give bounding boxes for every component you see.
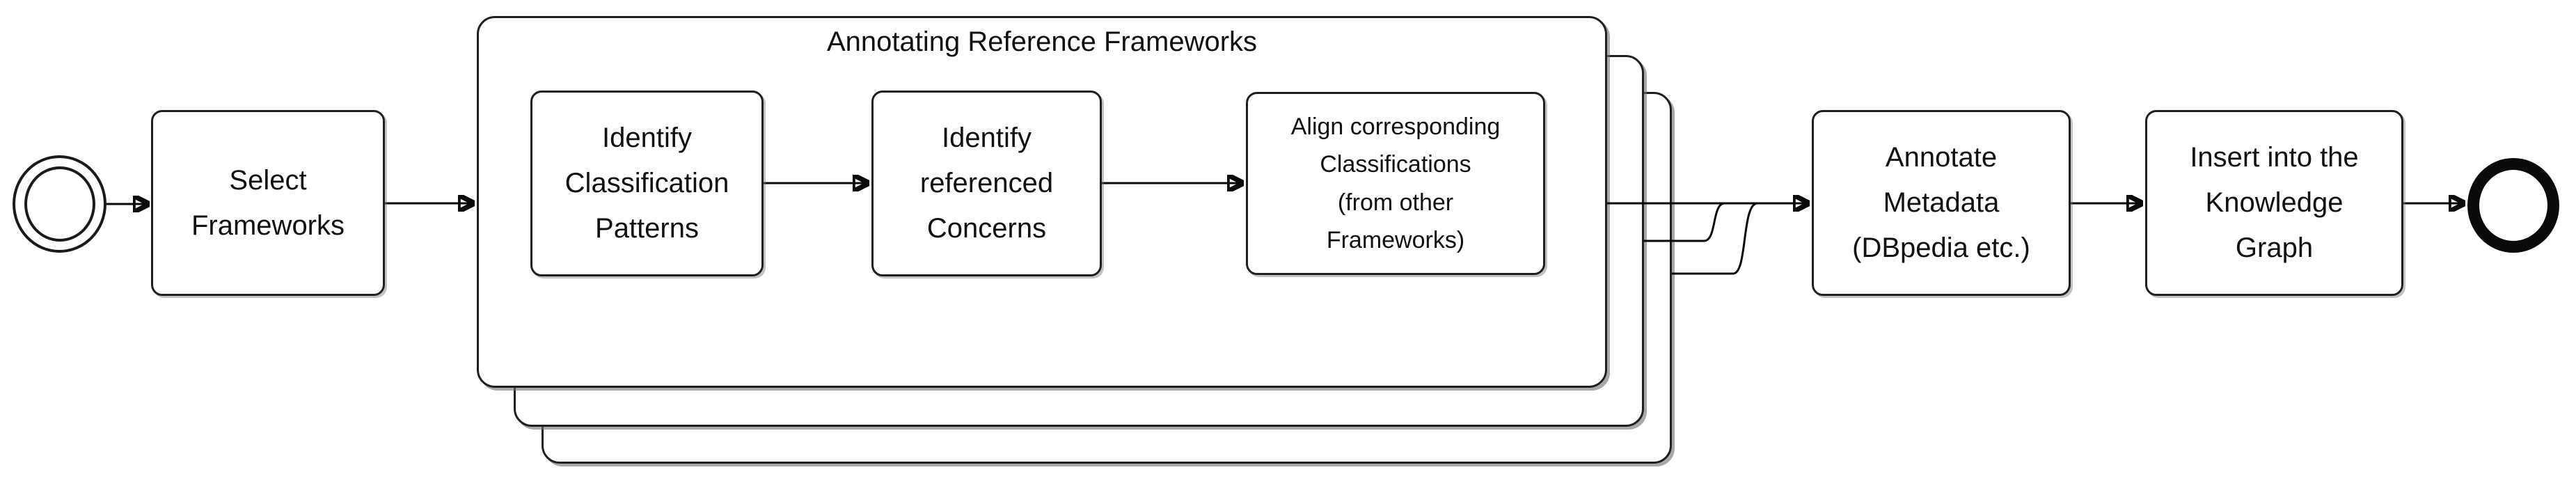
task-select-frameworks-label: Select Frameworks <box>191 164 345 241</box>
flow-instance3-merge <box>1672 202 1758 275</box>
start-event[interactable] <box>13 155 106 253</box>
task-align-corresponding-classifications[interactable]: Align corresponding Classifications (fro… <box>1246 92 1545 275</box>
task-identify-referenced-concerns[interactable]: Identify referenced Concerns <box>871 91 1102 276</box>
task-insert-into-knowledge-graph[interactable]: Insert into the Knowledge Graph <box>2145 110 2403 296</box>
task-annotate-metadata[interactable]: Annotate Metadata (DBpedia etc.) <box>1812 110 2071 296</box>
task-select-frameworks[interactable]: Select Frameworks <box>151 110 385 296</box>
start-event-inner-circle <box>24 166 95 242</box>
subprocess-title: Annotating Reference Frameworks <box>826 26 1258 57</box>
task-identify-referenced-concerns-label: Identify referenced Concerns <box>919 123 1054 244</box>
task-insert-into-knowledge-graph-label: Insert into the Knowledge Graph <box>2190 142 2359 263</box>
task-align-corresponding-classifications-label: Align corresponding Classifications (fro… <box>1290 113 1501 253</box>
end-event[interactable] <box>2467 158 2559 253</box>
task-annotate-metadata-label: Annotate Metadata (DBpedia etc.) <box>1852 142 2030 263</box>
task-identify-classification-patterns[interactable]: Identify Classification Patterns <box>530 91 764 276</box>
task-identify-classification-patterns-label: Identify Classification Patterns <box>564 123 729 244</box>
